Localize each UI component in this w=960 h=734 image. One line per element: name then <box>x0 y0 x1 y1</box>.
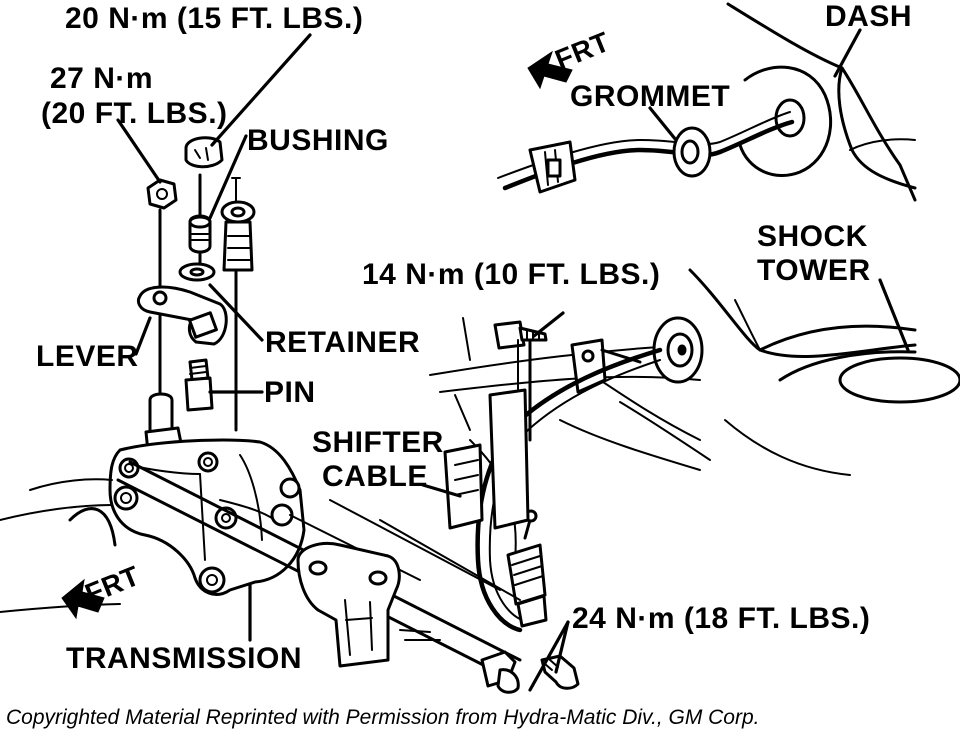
rod-bracket <box>296 542 401 668</box>
label-shifter-cable-line1: SHIFTER <box>312 426 444 459</box>
label-pin: PIN <box>264 376 316 409</box>
cable-end <box>220 177 256 432</box>
body-grommet <box>652 316 704 384</box>
retainer-washer <box>178 262 216 282</box>
cable-clip <box>443 388 530 530</box>
cable-grommet <box>497 111 795 194</box>
bracket-bolts <box>480 650 580 694</box>
frt-arrow-top <box>527 50 573 90</box>
frt-arrow-bottom <box>61 578 105 620</box>
copyright-notice: Copyrighted Material Reprinted with Perm… <box>6 706 760 729</box>
label-bushing: BUSHING <box>247 124 389 157</box>
label-frt-bottom: FRT <box>81 560 144 610</box>
label-transmission: TRANSMISSION <box>66 642 302 675</box>
transmission-body <box>0 392 306 613</box>
label-torque-bracket: 24 N·m (18 FT. LBS.) <box>572 602 870 635</box>
lever <box>136 285 228 346</box>
bushing-stack <box>188 214 212 254</box>
bracket-bolt <box>493 320 548 350</box>
leader-lines <box>116 28 910 692</box>
label-grommet: GROMMET <box>570 80 730 113</box>
shock-tower <box>619 268 960 476</box>
dash-panel <box>726 2 917 202</box>
label-frt-top: FRT <box>551 26 614 76</box>
label-shifter-cable-line2: CABLE <box>322 460 428 493</box>
label-torque-nut-line2: (20 FT. LBS.) <box>41 97 228 130</box>
label-torque-bolt: 14 N·m (10 FT. LBS.) <box>362 258 660 291</box>
pin <box>184 358 214 412</box>
floor-mark <box>399 629 441 641</box>
label-shock-tower-line2: TOWER <box>757 254 871 287</box>
label-dash: DASH <box>825 0 912 33</box>
nut <box>146 178 178 210</box>
label-shock-tower-line1: SHOCK <box>757 220 868 253</box>
label-torque-top: 20 N·m (15 FT. LBS.) <box>65 2 363 35</box>
label-torque-nut-line1: 27 N·m <box>50 62 153 95</box>
label-retainer: RETAINER <box>265 326 420 359</box>
label-lever: LEVER <box>36 340 139 373</box>
